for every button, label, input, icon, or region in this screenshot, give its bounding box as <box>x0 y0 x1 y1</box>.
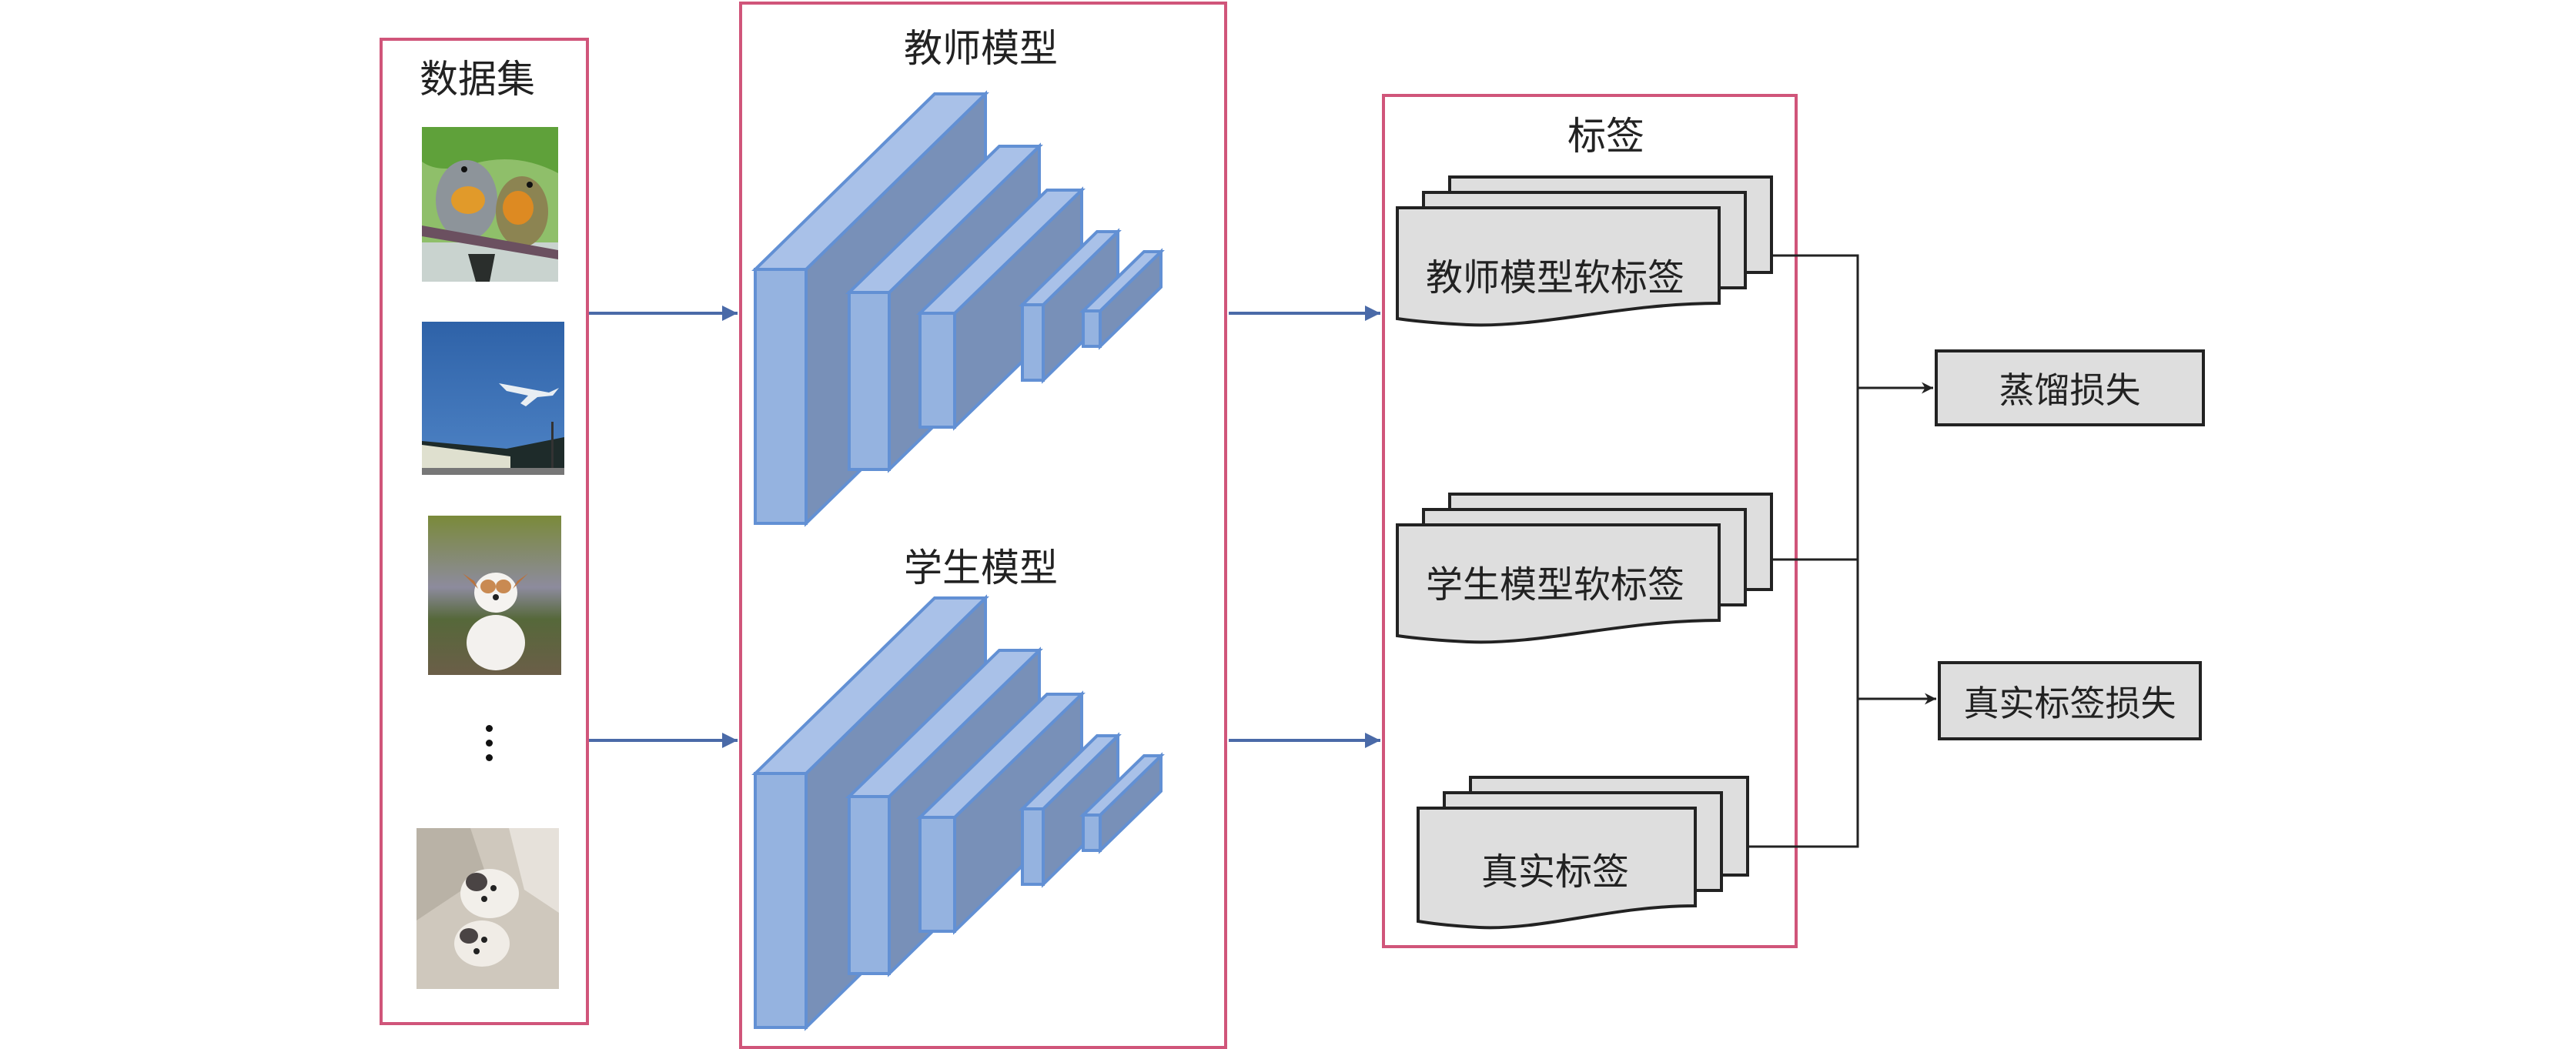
distillation-loss-box: 蒸馏损失 <box>1935 349 2205 426</box>
teacher-model-layer-5-front <box>1082 309 1102 348</box>
student-model-layer-4 <box>1019 732 1122 888</box>
teacher-soft-label-doc-sheet-3 <box>1396 206 1721 327</box>
ellipsis-dot <box>486 740 493 747</box>
dataset-image-airplane <box>422 322 564 475</box>
teacher-soft-label-text: 教师模型软标签 <box>1425 256 1685 299</box>
teacher-model-layer-1-front <box>754 268 808 525</box>
student-model-layer-5-front <box>1082 813 1102 852</box>
dataset-image-birds <box>422 127 558 282</box>
student-soft-label-text: 学生模型软标签 <box>1425 563 1685 606</box>
teacher-model-layer-3 <box>916 186 1086 431</box>
labels-title: 标签 <box>1567 114 1644 159</box>
dataset-title: 数据集 <box>420 57 535 102</box>
true-label-loss-box: 真实标签损失 <box>1938 661 2202 740</box>
distillation-loss-label: 蒸馏损失 <box>1999 369 2141 411</box>
student-model-title: 学生模型 <box>904 546 1058 590</box>
teacher-model-title: 教师模型 <box>904 26 1058 71</box>
ground-truth-label-doc-sheet-3 <box>1417 807 1697 930</box>
student-model-layer-4-front <box>1021 807 1045 886</box>
student-model-layer-3-front <box>918 816 956 933</box>
student-soft-label-doc-sheet-3 <box>1396 523 1721 644</box>
teacher-model-layer-2-front <box>848 291 891 471</box>
labels-panel <box>1382 94 1798 948</box>
student-model-layer-1-front <box>754 772 808 1029</box>
student-model-layer-2-front <box>848 795 891 975</box>
true-label-loss-label: 真实标签损失 <box>1963 682 2176 724</box>
dataset-image-dog <box>428 516 561 675</box>
loss-connector-bus <box>1746 254 1859 848</box>
dataset-panel <box>380 38 589 1025</box>
models-panel <box>739 2 1227 1049</box>
teacher-model-layer-4 <box>1019 228 1122 384</box>
ellipsis-dot <box>486 754 493 761</box>
teacher-model-layer-3-front <box>918 312 956 429</box>
ellipsis-dot <box>486 725 493 732</box>
student-model-layer-3 <box>916 690 1086 935</box>
dataset-image-kittens <box>417 828 559 989</box>
teacher-model-layer-4-front <box>1021 303 1045 382</box>
student-model-layer-5 <box>1079 752 1165 854</box>
teacher-model-layer-5 <box>1079 248 1165 350</box>
ground-truth-label-text: 真实标签 <box>1480 850 1630 894</box>
